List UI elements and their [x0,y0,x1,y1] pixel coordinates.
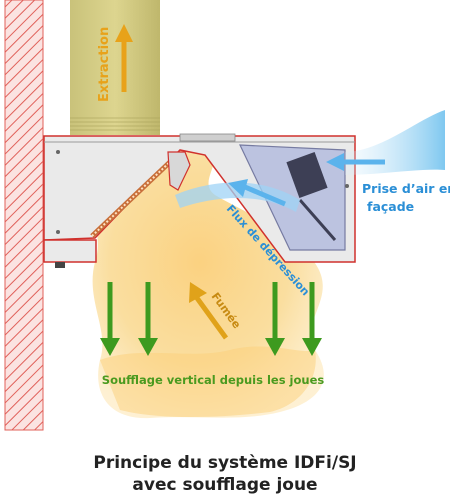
smoke-arrow [194,296,229,340]
depression-flow-stream [175,182,300,212]
caption-line2: avec soufflage joue [132,475,318,495]
vertical-blow-label: Soufflage vertical depuis les joues [102,373,325,387]
wall [4,0,44,431]
extraction-label: Extraction [97,27,112,102]
fan-motor [286,152,328,198]
caption-line1: Principe du système IDFi/SJ [93,453,357,473]
grease-filter [90,158,174,238]
fresh-air-label-line2: façade [367,199,414,214]
extraction-duct [70,0,160,135]
vertical-blow-arrows [100,282,322,356]
hood-diagram: Extraction Prise d’air en façade Flux de… [4,0,450,431]
fresh-air-stream [345,110,445,175]
fresh-air-label-line1: Prise d’air en [362,181,450,196]
